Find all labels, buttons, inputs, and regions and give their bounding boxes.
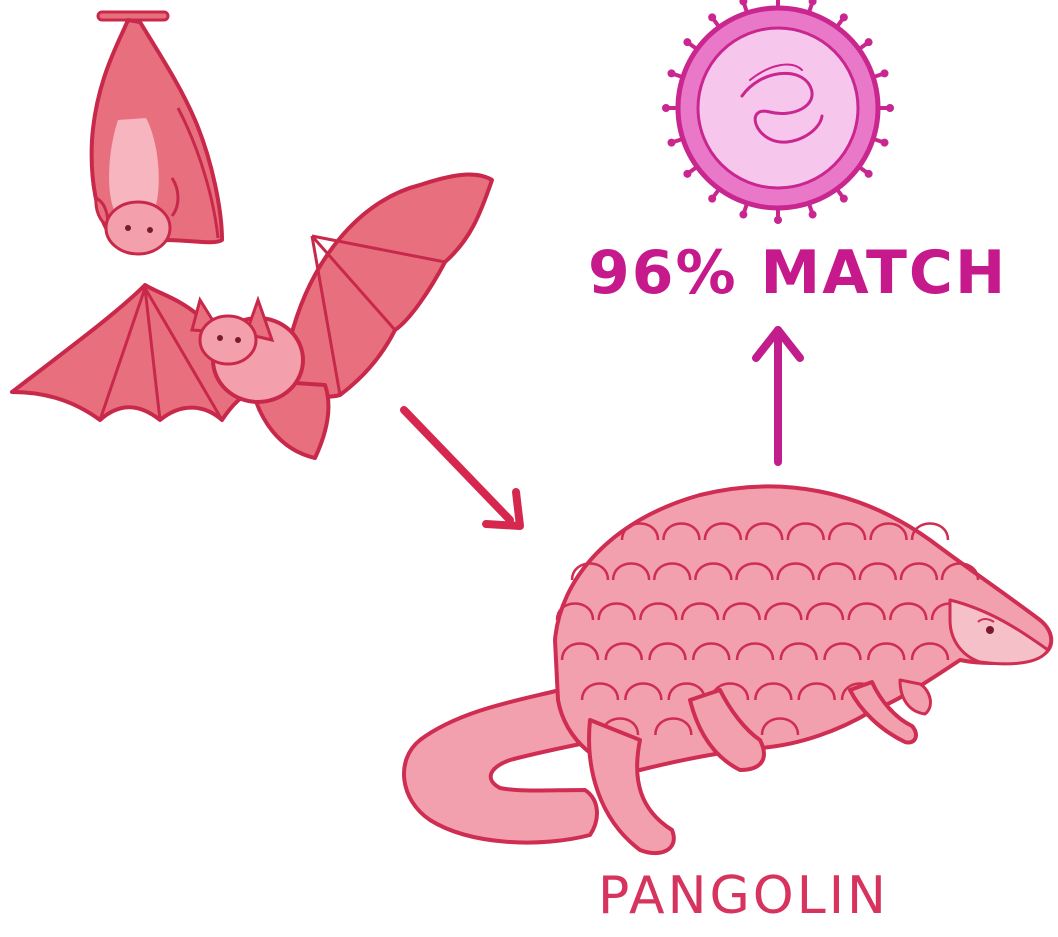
virus-spike-tip: [683, 170, 691, 178]
virus-spike-tip: [865, 170, 873, 178]
hanging-bat-icon: [92, 12, 222, 254]
arrow-bat-to-pangolin: [404, 410, 520, 526]
arrow-pangolin-to-match: [756, 330, 800, 462]
virus-spike-tip: [809, 211, 817, 219]
virus-icon: [662, 0, 894, 224]
match-percentage-label: 96% MATCH: [588, 238, 1007, 308]
virus-spike-tip: [667, 139, 675, 147]
virus-spike-tip: [774, 216, 782, 224]
virus-spike-tip: [708, 195, 716, 203]
virus-spike-tip: [881, 69, 889, 77]
virus-spike-tip: [881, 139, 889, 147]
virus-spike-tip: [708, 13, 716, 21]
virus-spike-tip: [739, 211, 747, 219]
virus-spike-tip: [683, 38, 691, 46]
flying-bat-icon: [12, 175, 492, 458]
virus-spike-tip: [865, 38, 873, 46]
virus-spike-tip: [840, 13, 848, 21]
virus-spike-tip: [662, 104, 670, 112]
pangolin-icon: [404, 486, 1051, 853]
pangolin-label: PANGOLIN: [598, 866, 889, 926]
virus-spike-tip: [840, 195, 848, 203]
virus-spike-tip: [667, 69, 675, 77]
virus-spike-tip: [886, 104, 894, 112]
